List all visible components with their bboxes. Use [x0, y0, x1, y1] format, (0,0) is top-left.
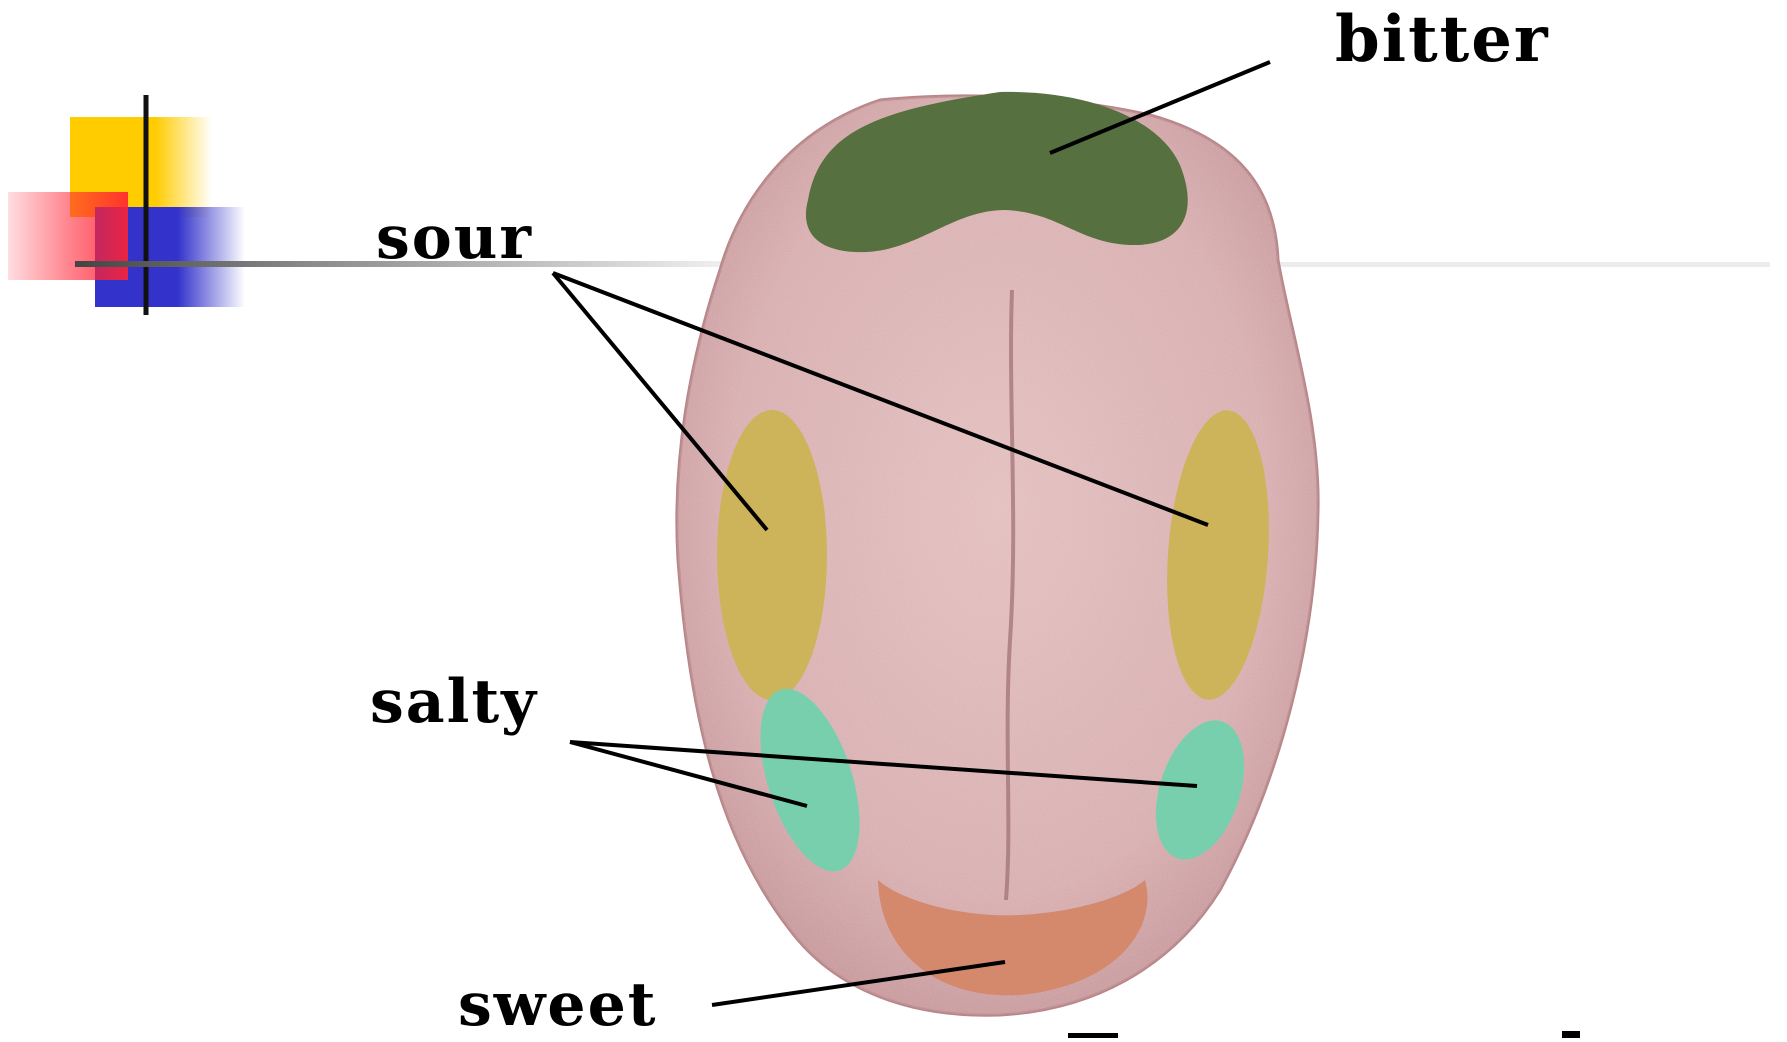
tongue: [677, 92, 1318, 1015]
title-rule-right: [1270, 262, 1770, 267]
sour-region-left: [717, 410, 827, 700]
label-sour: sour: [376, 208, 533, 268]
corner-decoration: [8, 95, 245, 315]
label-sweet: sweet: [458, 975, 658, 1035]
label-bitter: bitter: [1335, 8, 1550, 72]
cutoff-text-fragment: [1562, 1031, 1580, 1038]
label-salty: salty: [370, 672, 538, 732]
cutoff-text-fragment: [1068, 1033, 1118, 1038]
